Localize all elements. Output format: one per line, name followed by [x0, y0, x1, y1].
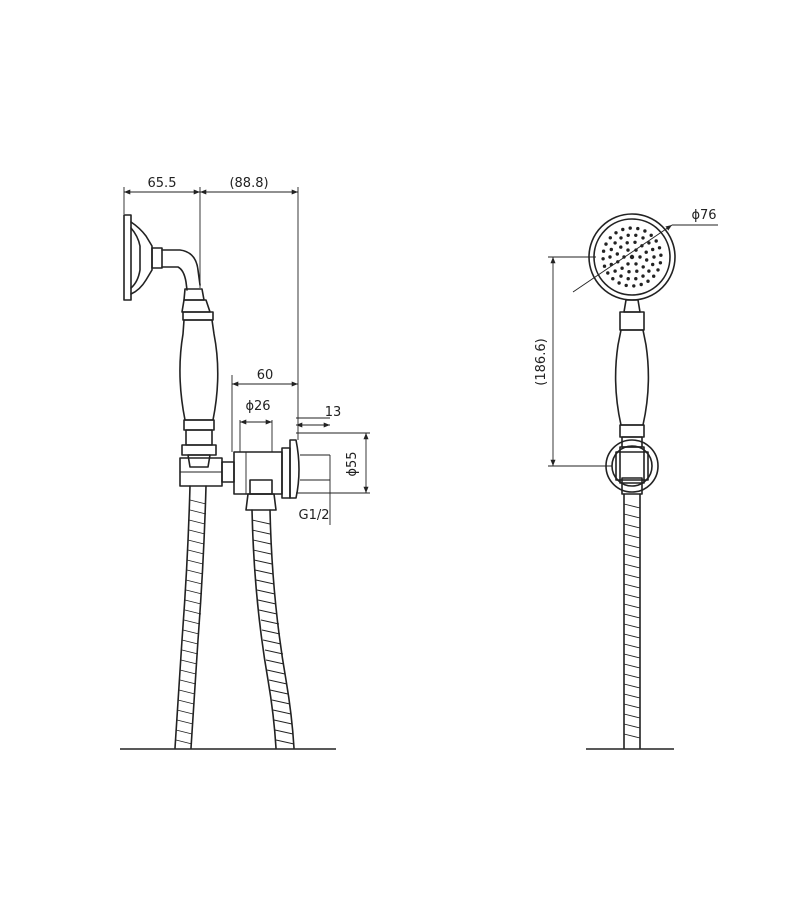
nozzle-dot — [626, 248, 630, 252]
nozzle-dot — [626, 277, 630, 281]
nozzle-dot — [646, 279, 650, 283]
shower-hose-right — [251, 509, 295, 749]
nozzle-dot — [611, 277, 615, 281]
nozzle-dot — [658, 261, 663, 265]
holder-bracket-front — [605, 439, 659, 495]
nozzle-dot — [651, 262, 655, 267]
holder-bracket — [179, 439, 300, 511]
dim-label-65-5: 65.5 — [148, 176, 177, 191]
nozzle-dot — [634, 277, 638, 281]
dim-label-186-6: (186.6) — [534, 338, 549, 385]
nozzle-dot — [606, 271, 610, 275]
nozzle-dot — [643, 229, 647, 233]
nozzle-dot — [629, 254, 635, 260]
shower-hose-front — [623, 493, 641, 749]
shower-flange — [123, 214, 163, 301]
nozzle-dot — [638, 255, 642, 259]
dim-label-13: 13 — [325, 405, 342, 420]
nozzle-dot — [634, 233, 638, 237]
nozzle-dot — [608, 255, 612, 259]
shower-handle — [179, 299, 219, 468]
nozzle-dot — [613, 269, 617, 273]
dim-label-phi76: ϕ76 — [691, 208, 716, 223]
nozzle-dot — [627, 270, 631, 274]
nozzle-dot — [649, 233, 653, 237]
nozzle-dot — [604, 242, 608, 246]
nozzle-dot — [621, 227, 625, 232]
nozzle-dot — [657, 246, 662, 250]
nozzle-dot — [633, 240, 637, 244]
shower-handle-front — [614, 299, 650, 448]
dim-line-phi76 — [572, 224, 673, 293]
shower-head-front — [588, 213, 676, 301]
nozzle-dot — [647, 269, 651, 273]
nozzle-dot — [639, 282, 643, 287]
nozzle-dot — [619, 236, 623, 240]
nozzle-dot — [636, 226, 640, 231]
nozzle-dot — [654, 239, 658, 243]
nozzle-dot — [608, 236, 612, 240]
side-view: 65.5 (88.8) 60 ϕ26 13 ϕ55 G1/2 — [120, 176, 370, 750]
nozzle-dot — [659, 253, 663, 257]
nozzle-dot — [644, 250, 648, 254]
shower-hose-left — [174, 485, 207, 749]
nozzle-dot — [652, 255, 656, 259]
nozzle-dot — [626, 262, 630, 266]
nozzle-dot — [635, 269, 639, 273]
nozzle-dot — [620, 266, 624, 270]
dim-label-phi26: ϕ26 — [245, 399, 270, 414]
nozzle-dot — [615, 252, 619, 256]
nozzle-dot — [652, 274, 656, 278]
nozzle-dot — [602, 264, 607, 268]
nozzle-dot — [601, 257, 605, 261]
nozzle-dot — [619, 245, 623, 249]
nozzle-dot — [641, 265, 645, 269]
nozzle-dot — [626, 233, 630, 237]
nozzle-dot — [645, 258, 649, 262]
nozzle-dot — [641, 236, 645, 240]
nozzle-dot — [614, 231, 618, 235]
nozzle-dot — [651, 247, 655, 252]
nozzle-dot — [641, 274, 645, 278]
nozzle-dot — [601, 249, 606, 253]
nozzle-dot — [656, 268, 660, 272]
nozzle-dot — [617, 281, 621, 285]
nozzle-pattern — [601, 226, 663, 288]
nozzle-dot — [634, 262, 638, 266]
dim-label-88-8: (88.8) — [229, 176, 268, 191]
dim-label-g12: G1/2 — [299, 508, 330, 523]
nozzle-dot — [624, 283, 628, 288]
nozzle-dot — [632, 284, 636, 288]
nozzle-dot — [625, 241, 629, 245]
dim-label-phi55: ϕ55 — [345, 451, 360, 476]
nozzle-dot — [628, 226, 632, 230]
nozzle-dot — [613, 241, 617, 245]
shower-elbow-arm — [161, 249, 205, 301]
dim-label-60: 60 — [257, 368, 274, 383]
nozzle-dot — [619, 274, 623, 278]
nozzle-dot — [609, 247, 613, 252]
nozzle-dot — [647, 241, 651, 245]
front-view: (186.6) ϕ76 — [534, 208, 718, 750]
